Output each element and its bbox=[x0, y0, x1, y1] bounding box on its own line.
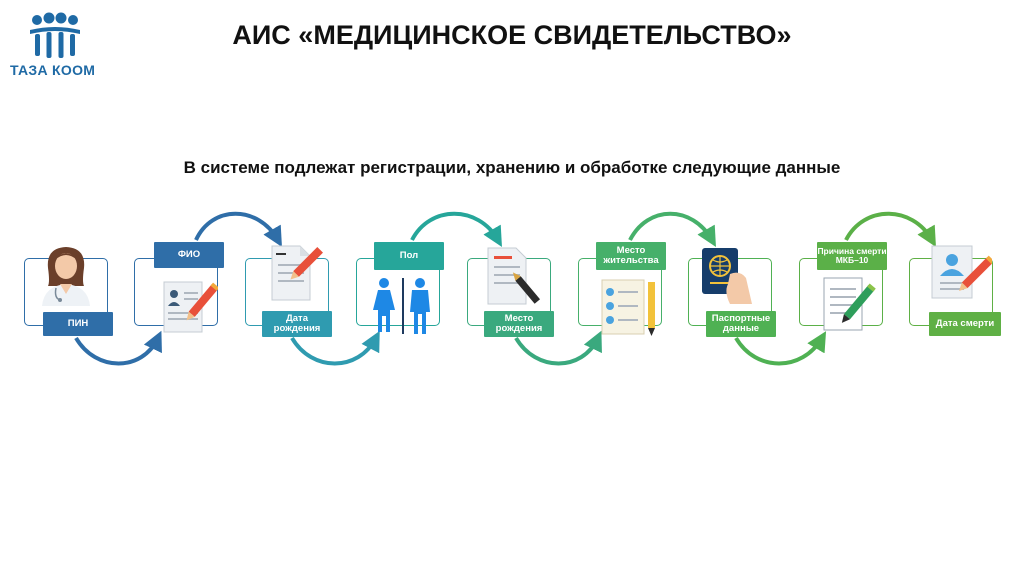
step-label-death-cause: Причина смерти МКБ–10 bbox=[817, 242, 887, 270]
page-title: АИС «МЕДИЦИНСКОЕ СВИДЕТЕЛЬСТВО» bbox=[232, 20, 792, 50]
page-subtitle: В системе подлежат регистрации, хранению… bbox=[183, 158, 841, 177]
id-form-icon bbox=[163, 281, 218, 333]
certificate-icon bbox=[487, 247, 541, 305]
arrow-bottom-3 bbox=[514, 330, 602, 366]
passport-icon bbox=[702, 248, 752, 304]
step-label-fio: ФИО bbox=[154, 242, 224, 268]
step-label-passport: Паспортные данные bbox=[706, 311, 776, 337]
arrow-top-2 bbox=[410, 211, 502, 247]
doctor-icon bbox=[42, 247, 90, 306]
checklist-icon bbox=[601, 279, 655, 336]
profile-document-icon bbox=[931, 245, 992, 299]
clipboard-pen-icon bbox=[823, 277, 876, 331]
step-label-birth-date: Дата рождения bbox=[262, 311, 332, 337]
arrow-bottom-1 bbox=[74, 330, 162, 366]
step-label-birth-place: Место рождения bbox=[484, 311, 554, 337]
taza-koom-logo bbox=[30, 12, 80, 58]
brand-name: ТАЗА КООМ bbox=[10, 62, 96, 78]
document-pen-icon bbox=[271, 245, 323, 301]
arrow-bottom-2 bbox=[290, 330, 380, 366]
step-label-gender: Пол bbox=[374, 242, 444, 270]
arrow-bottom-4 bbox=[734, 331, 827, 366]
arrow-top-1 bbox=[194, 211, 282, 247]
step-label-pin: ПИН bbox=[43, 312, 113, 336]
arrow-top-4 bbox=[844, 211, 936, 247]
arrow-top-3 bbox=[628, 211, 716, 247]
gender-icon bbox=[373, 278, 430, 334]
step-label-death-date: Дата смерти bbox=[929, 312, 1001, 336]
step-label-residence: Место жительства bbox=[596, 242, 666, 270]
